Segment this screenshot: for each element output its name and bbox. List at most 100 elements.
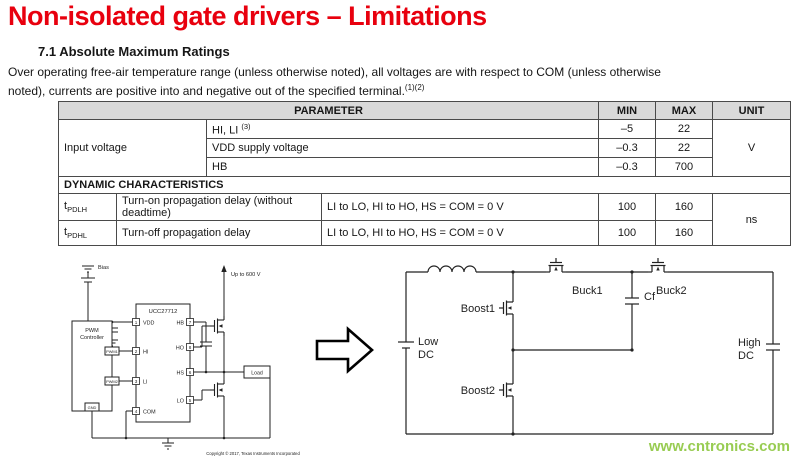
pin-number-hs: 6: [189, 370, 192, 375]
boost2-mosfet: [498, 379, 514, 401]
pin-number-com: 4: [135, 409, 138, 414]
cell-min: 100: [598, 220, 656, 246]
buck1-mosfet: [545, 258, 567, 273]
gate-driver-schematic: PWM Controller PWM1 PWM2 GND UCC27712: [71, 265, 300, 456]
boost1-mosfet: [498, 297, 514, 319]
cell-description: Turn-on propagation delay (without deadt…: [116, 193, 322, 221]
dynamic-section-label: DYNAMIC CHARACTERISTICS: [58, 176, 791, 194]
hv-label: Up to 600 V: [231, 272, 261, 278]
table-row: tPDLH Turn-on propagation delay (without…: [58, 193, 791, 246]
cell-symbol: tPDHL: [58, 220, 117, 246]
pin-numbers: 1 2 3 4 7 8 6 5: [135, 320, 192, 414]
cell-min: –0.3: [598, 138, 656, 158]
pwm-title-line2: Controller: [80, 335, 104, 341]
driver-ic-label: UCC27712: [149, 309, 178, 315]
low-side-mosfet: [209, 379, 225, 401]
cell-max: 22: [655, 119, 713, 139]
symbol-base: t: [64, 225, 68, 238]
pin-number-lo: 5: [189, 398, 192, 403]
high-dc-label-1: High: [738, 337, 761, 349]
cell-min: –5: [598, 119, 656, 139]
col-header-parameter: PARAMETER: [58, 101, 599, 120]
pin-label-vdd: VDD: [143, 320, 154, 326]
copyright-text: Copyright © 2017, Texas Instruments Inco…: [206, 451, 300, 456]
junction-dots: [511, 270, 634, 436]
pwm-title-line1: PWM: [85, 328, 99, 334]
cell-max: 160: [655, 193, 713, 221]
cell-symbol: tPDLH: [58, 193, 117, 221]
intro-footnote-sup: (1)(2): [404, 83, 425, 92]
pwm1-label: PWM1: [106, 349, 118, 354]
pin-number-ho: 8: [189, 345, 192, 350]
pin-label-lo: LO: [177, 398, 184, 404]
high-dc-label-2: DC: [738, 350, 754, 362]
buck2-mosfet: [647, 258, 669, 273]
pwm1-pin-box: [104, 346, 120, 356]
symbol-sub: PDHL: [67, 231, 88, 241]
section-heading: 7.1 Absolute Maximum Ratings: [38, 44, 230, 59]
col-header-unit: UNIT: [712, 101, 791, 120]
cell-min: 100: [598, 193, 656, 221]
pwm2-label: PWM2: [106, 379, 118, 384]
buck2-label: Buck2: [656, 285, 687, 297]
pin-number-vdd: 1: [135, 320, 138, 325]
cell-condition: LI to LO, HI to HO, HS = COM = 0 V: [321, 193, 599, 221]
intro-line1: Over operating free-air temperature rang…: [8, 65, 661, 79]
pin-number-hi: 2: [135, 349, 138, 354]
right-arrow-icon: [315, 326, 374, 374]
driver-ic-box: [135, 303, 191, 423]
pwm2-pin-box: [104, 376, 120, 386]
pin-labels: VDD HI LI COM HB HO HS LO: [143, 320, 184, 415]
bias-label: Bias: [98, 265, 109, 271]
cell-max: 160: [655, 220, 713, 246]
low-dc-label-2: DC: [418, 349, 434, 361]
pin-label-com: COM: [143, 409, 156, 415]
pin-label-hs: HS: [177, 370, 185, 376]
param-text: HI, LI: [212, 124, 242, 137]
param-footnote: (3): [241, 121, 251, 131]
intro-line2: noted), currents are positive into and n…: [8, 84, 405, 98]
cell-param: VDD supply voltage: [206, 138, 599, 158]
transition-arrow: [315, 326, 374, 374]
gnd-pin-box: [84, 402, 100, 412]
gnd-label: GND: [88, 405, 97, 410]
col-header-min: MIN: [598, 101, 656, 120]
low-dc-label-1: Low: [418, 336, 438, 348]
boost1-label: Boost1: [461, 303, 495, 315]
high-side-mosfet: [209, 315, 225, 337]
dynamic-characteristics-row: DYNAMIC CHARACTERISTICS: [58, 176, 791, 194]
load-label: Load: [251, 370, 263, 376]
cell-description: Turn-off propagation delay: [116, 220, 322, 246]
buck1-label: Buck1: [572, 285, 603, 297]
pin-label-li: LI: [143, 379, 148, 385]
pin-label-ho: HO: [176, 345, 184, 351]
pin-boxes: [132, 318, 194, 415]
table-row: Input voltage HI, LI (3) –5 22 V: [58, 119, 791, 177]
cell-unit: ns: [712, 193, 791, 246]
cell-min: –0.3: [598, 157, 656, 177]
converter-schematic: Buck1 Buck2 Boost1 Boost2 Cf Low DC High…: [398, 258, 780, 436]
table-row: tPDHL Turn-off propagation delay LI to L…: [58, 220, 791, 246]
cell-max: 700: [655, 157, 713, 177]
cell-unit: V: [712, 119, 791, 177]
schematic-wires: [398, 265, 780, 435]
symbol-base: t: [64, 199, 68, 212]
pin-label-hi: HI: [143, 349, 148, 355]
cell-condition: LI to LO, HI to HO, HS = COM = 0 V: [321, 220, 599, 246]
cell-param: HB: [206, 157, 599, 177]
watermark: www.cntronics.com: [648, 438, 790, 455]
intro-paragraph: Over operating free-air temperature rang…: [8, 64, 792, 99]
cell-param: HI, LI (3): [206, 119, 599, 139]
table-header-row: PARAMETER MIN MAX UNIT: [58, 101, 791, 120]
param-input-voltage: Input voltage: [58, 119, 207, 177]
abs-max-ratings-table: PARAMETER MIN MAX UNIT Input voltage HI,…: [58, 101, 791, 246]
col-header-max: MAX: [655, 101, 713, 120]
symbol-sub: PDLH: [67, 205, 88, 215]
pin-number-hb: 7: [189, 320, 192, 325]
pin-label-hb: HB: [177, 320, 185, 326]
load-box: [243, 365, 271, 379]
cell-max: 22: [655, 138, 713, 158]
cf-label: Cf: [644, 291, 656, 303]
pin-number-li: 3: [135, 379, 138, 384]
